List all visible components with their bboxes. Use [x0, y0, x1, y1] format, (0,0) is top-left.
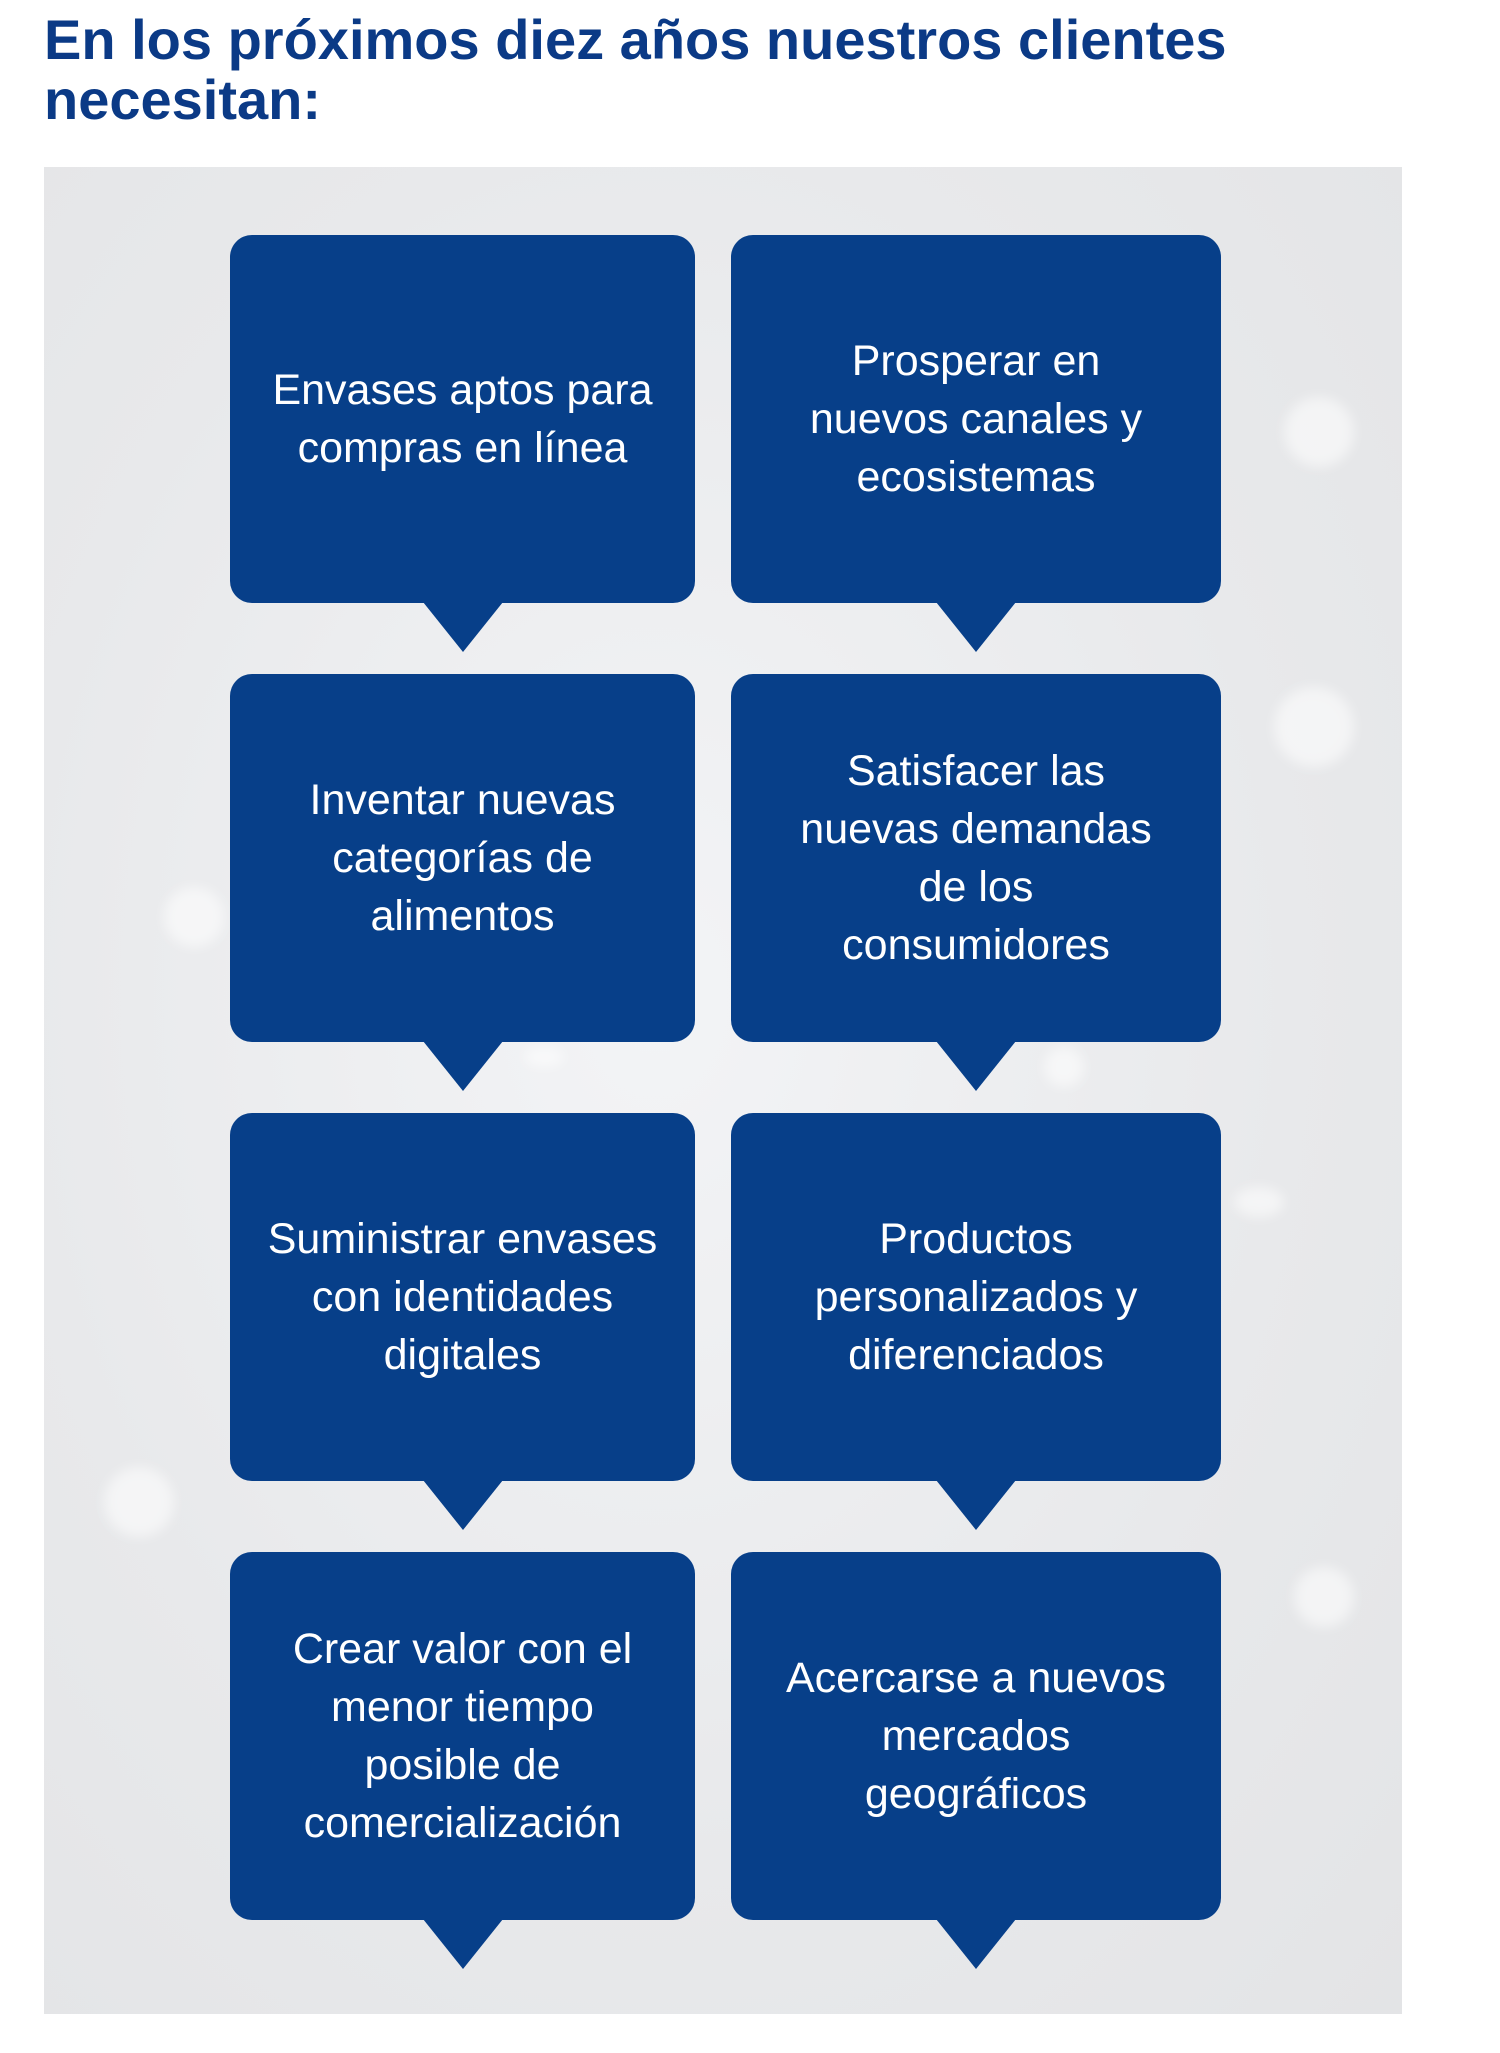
need-bubble-new-markets: Acercarse a nuevos mercados geográficos	[731, 1552, 1221, 1969]
need-text: Envases aptos para compras en línea	[272, 366, 653, 472]
need-text: Productos personalizados y diferenciados	[814, 1215, 1138, 1379]
need-bubble-time-to-market: Crear valor con el menor tiempo posible …	[230, 1552, 695, 1969]
need-bubble-online-packaging: Envases aptos para compras en línea	[230, 235, 695, 652]
need-bubble-consumer-demands: Satisfacer las nuevas demandas de los co…	[731, 674, 1221, 1091]
need-text: Prosperar en nuevos canales y ecosistema…	[809, 337, 1143, 501]
need-text: Acercarse a nuevos mercados geográficos	[785, 1654, 1167, 1818]
need-bubble-digital-identities: Suministrar envases con identidades digi…	[230, 1113, 695, 1530]
need-bubble-personalized-products: Productos personalizados y diferenciados	[731, 1113, 1221, 1530]
need-text: Inventar nuevas categorías de alimentos	[309, 776, 616, 940]
need-text: Crear valor con el menor tiempo posible …	[292, 1625, 633, 1847]
needs-panel: Envases aptos para compras en línea Pros…	[44, 167, 1402, 2014]
need-text: Satisfacer las nuevas demandas de los co…	[800, 747, 1152, 969]
need-bubble-new-food-categories: Inventar nuevas categorías de alimentos	[230, 674, 695, 1091]
need-text: Suministrar envases con identidades digi…	[267, 1215, 658, 1379]
need-bubble-new-channels: Prosperar en nuevos canales y ecosistema…	[731, 235, 1221, 652]
page-title: En los próximos diez años nuestros clien…	[44, 8, 1227, 131]
